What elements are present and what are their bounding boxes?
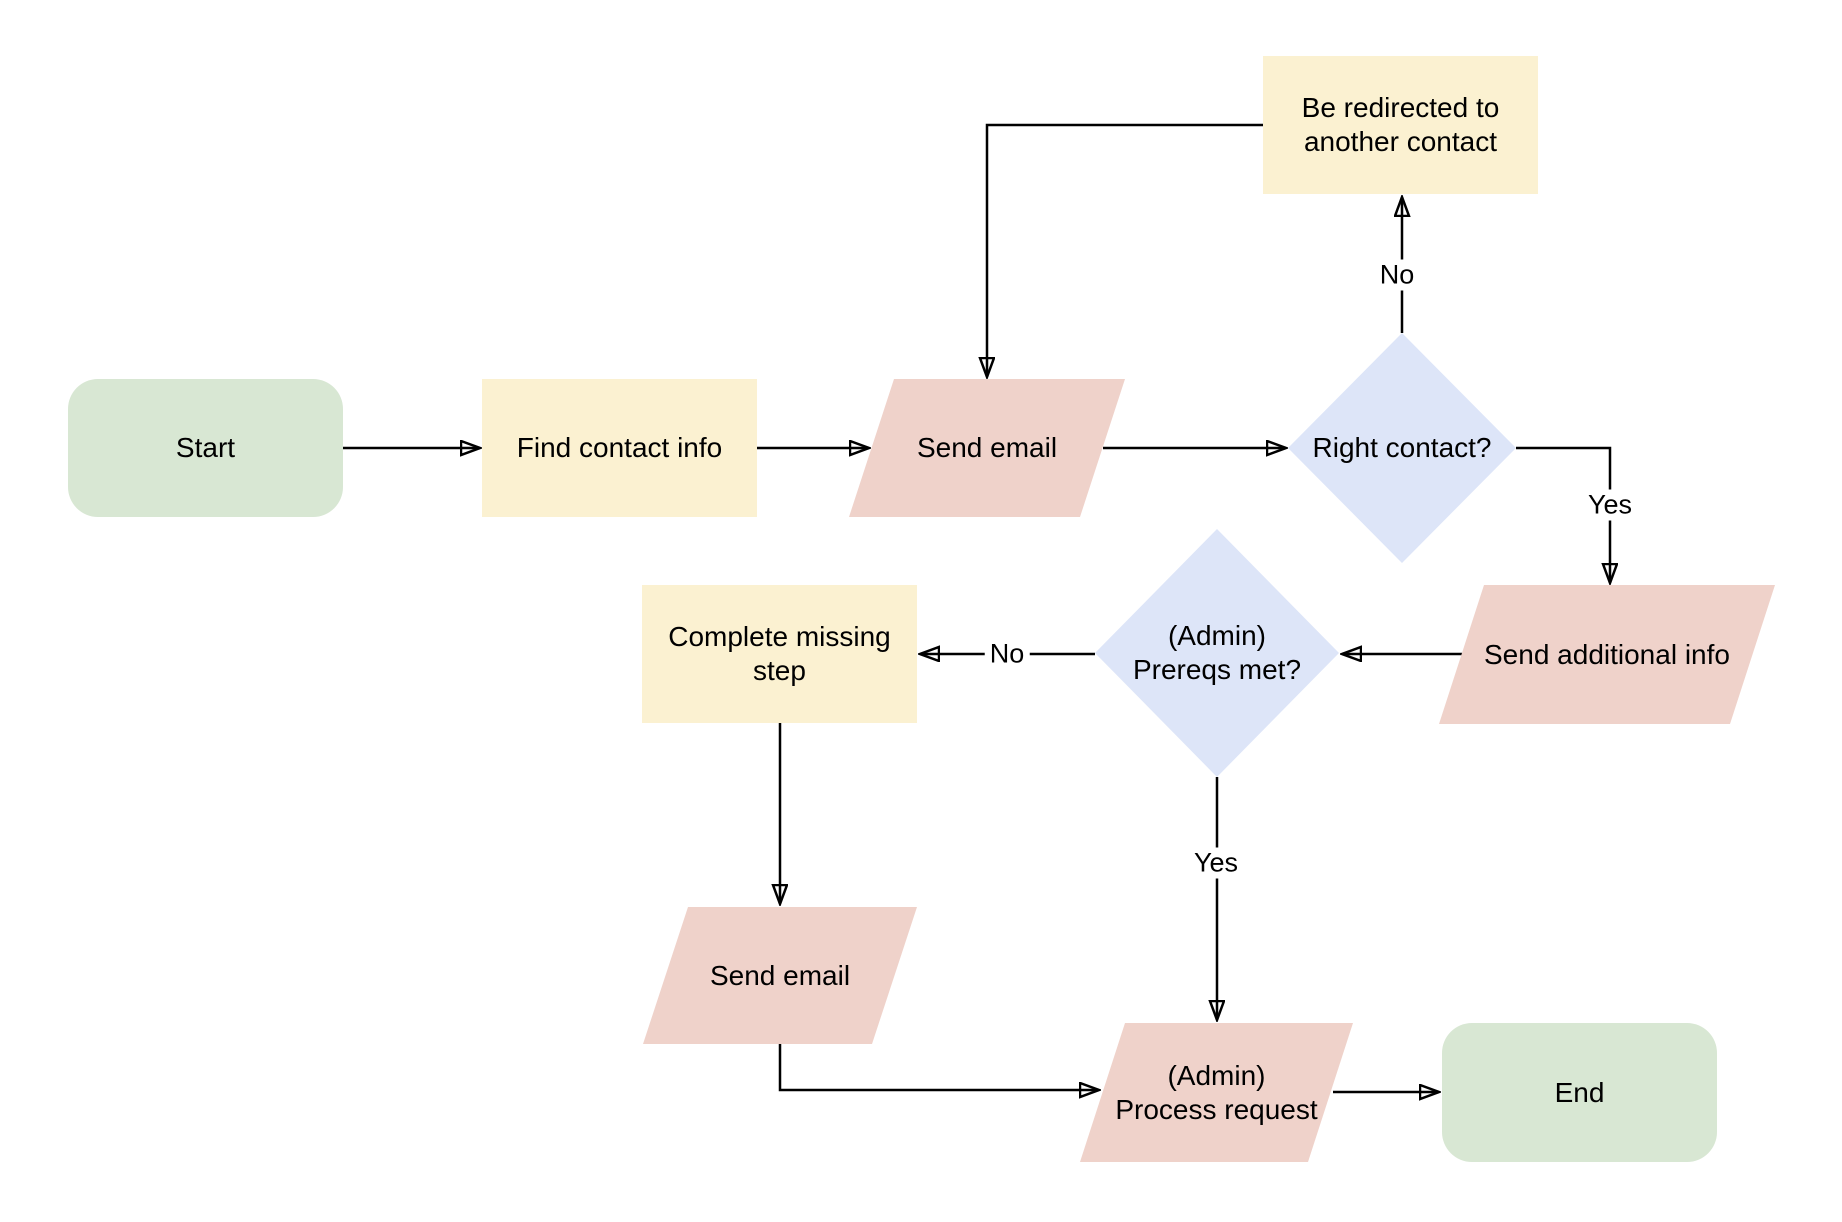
node-start: Start <box>68 379 343 517</box>
node-send-email-top: Send email <box>849 379 1125 517</box>
node-start-label: Start <box>175 432 236 463</box>
node-find-contact-info-label: Find contact info <box>516 432 723 463</box>
edge-label-prereqs-met-yes: Yes <box>1188 847 1244 879</box>
edge-send-email-to-process-request <box>778 1044 1099 1090</box>
node-send-email-bottom: Send email <box>643 907 917 1044</box>
node-complete-missing-step: Complete missing step <box>642 585 917 723</box>
node-process-request-label: (Admin) Process request <box>1115 1059 1318 1125</box>
node-be-redirected-label: Be redirected to another contact <box>1301 92 1500 157</box>
edge-label-right-contact-yes: Yes <box>1582 489 1638 521</box>
node-find-contact-info: Find contact info <box>482 379 757 517</box>
node-complete-missing-step-label: Complete missing step <box>668 621 891 686</box>
node-send-email-bottom-label: Send email <box>709 959 851 991</box>
edge-right-contact-yes-to-send-additional <box>1516 446 1610 583</box>
node-right-contact-label: Right contact? <box>1312 432 1492 463</box>
node-process-request: (Admin) Process request <box>1080 1023 1353 1162</box>
node-end: End <box>1442 1023 1717 1162</box>
edge-label-prereqs-met-no: No <box>984 638 1030 670</box>
edge-label-right-contact-no: No <box>1374 259 1420 291</box>
node-send-additional-info: Send additional info <box>1439 585 1775 724</box>
node-send-email-top-label: Send email <box>916 432 1058 463</box>
node-be-redirected: Be redirected to another contact <box>1263 56 1538 194</box>
node-end-label: End <box>1554 1076 1605 1108</box>
edge-be-redirected-to-send-email <box>987 123 1263 377</box>
node-prereqs-met-label: (Admin) Prereqs met? <box>1132 620 1302 685</box>
node-send-additional-info-label: Send additional info <box>1484 638 1730 670</box>
